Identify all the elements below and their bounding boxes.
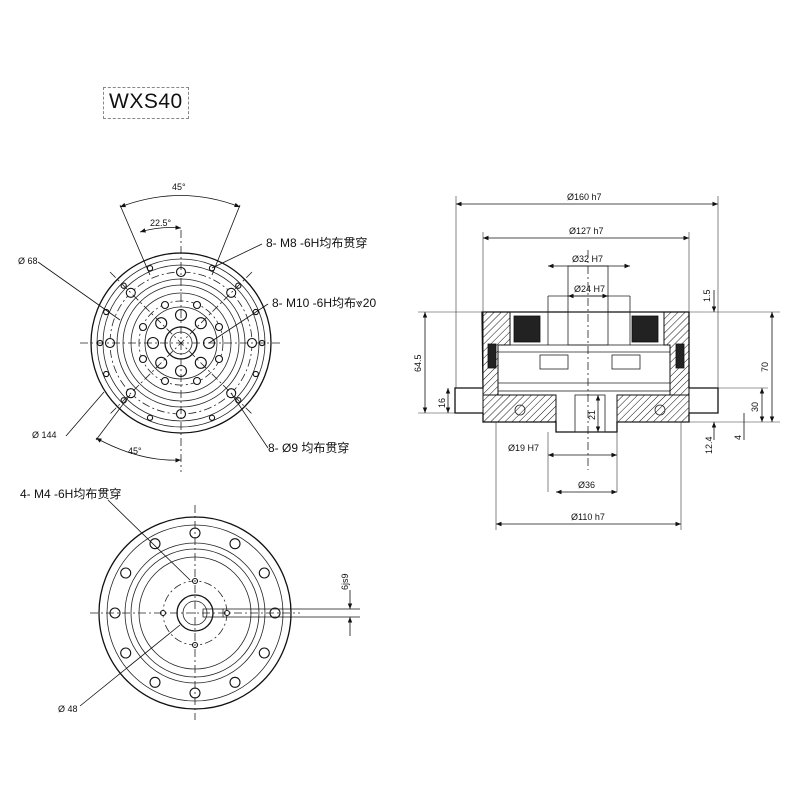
- front-view-labels: 45° 22.5° 45° Ø 68 Ø 144 8- M8 -6H均布贯穿 8…: [18, 182, 376, 456]
- callout-d9: 8- Ø9 均布贯穿: [268, 440, 349, 455]
- len-4-label: 4: [733, 435, 743, 440]
- len-1-5-label: 1.5: [702, 289, 712, 302]
- len-16-label: 16: [437, 398, 447, 408]
- dia-160-label: Ø160 h7: [567, 192, 602, 202]
- angle-22-5: 22.5°: [150, 218, 172, 228]
- len-12-4-label: 12.4: [704, 436, 714, 454]
- dia-110-label: Ø110 h7: [571, 512, 605, 522]
- section-view-labels: Ø160 h7 Ø127 h7 Ø32 H7 Ø24 H7 Ø19 H7 Ø36…: [413, 192, 770, 522]
- callout-m8: 8- M8 -6H均布贯穿: [266, 235, 367, 250]
- keyway-label: 6js9: [340, 573, 350, 590]
- rear-view: [79, 499, 360, 720]
- len-70-label: 70: [760, 362, 770, 372]
- title-frame: [103, 87, 189, 119]
- dia-127-label: Ø127 h7: [569, 226, 604, 236]
- dia-144-label: Ø 144: [32, 430, 57, 440]
- angle-45-bottom: 45°: [128, 446, 142, 456]
- dia-19-label: Ø19 H7: [508, 443, 539, 453]
- callout-m10: 8- M10 -6H均布⩔20: [272, 296, 376, 310]
- len-21-label: 21: [587, 410, 597, 420]
- dia-48-label: Ø 48: [58, 704, 78, 714]
- len-30-label: 30: [750, 402, 760, 412]
- dia-36-label: Ø36: [578, 480, 595, 490]
- dia-68-label: Ø 68: [18, 256, 38, 266]
- angle-45-top: 45°: [172, 182, 186, 192]
- section-view: [418, 196, 780, 530]
- dia-24-label: Ø24 H7: [574, 284, 605, 294]
- front-view: [37, 195, 282, 472]
- model-title: WXS40: [109, 90, 183, 113]
- callout-m4: 4- M4 -6H均布贯穿: [20, 486, 121, 501]
- len-64-5-label: 64.5: [413, 354, 423, 372]
- dia-32-label: Ø32 H7: [572, 254, 603, 264]
- rear-view-labels: 4- M4 -6H均布贯穿 Ø 48 6js9: [20, 486, 350, 714]
